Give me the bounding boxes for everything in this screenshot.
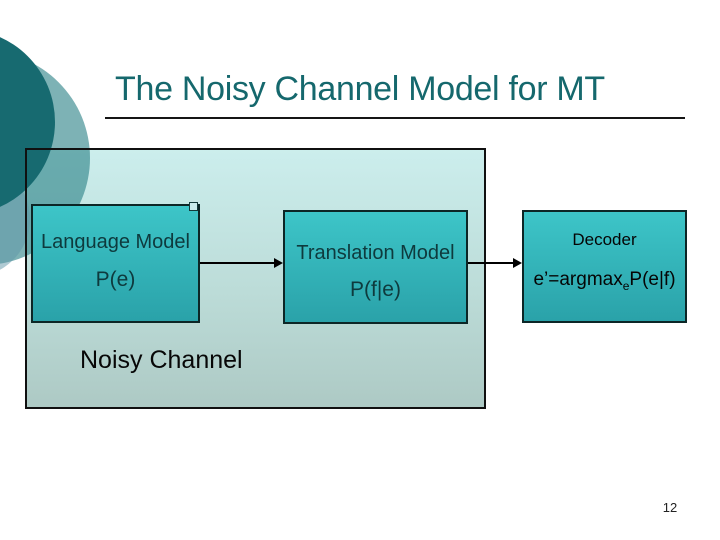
arrow-tm-to-decoder-head-icon bbox=[513, 258, 522, 268]
decoder-formula-subscript: e bbox=[622, 278, 630, 293]
arrow-lm-to-tm bbox=[200, 262, 274, 264]
noisy-channel-label: Noisy Channel bbox=[80, 346, 243, 374]
corner-square-decoration bbox=[189, 202, 198, 211]
translation-model-label: Translation Model bbox=[296, 242, 455, 264]
noisy-channel-panel-border bbox=[25, 148, 486, 409]
page-number: 12 bbox=[662, 500, 678, 515]
title-underline bbox=[105, 117, 685, 119]
decoder-formula-suffix: P(e|f) bbox=[629, 269, 676, 290]
translation-model-formula: P(f|e) bbox=[350, 278, 401, 301]
decoder-label: Decoder bbox=[572, 230, 637, 249]
language-model-formula: P(e) bbox=[95, 268, 136, 291]
decoder-formula: e’=argmaxeP(e|f) bbox=[524, 269, 685, 293]
language-model-box: Language Model P(e) bbox=[31, 204, 200, 323]
slide-title: The Noisy Channel Model for MT bbox=[115, 70, 605, 108]
language-model-label: Language Model bbox=[40, 231, 190, 253]
arrow-tm-to-decoder bbox=[468, 262, 513, 264]
decoder-box: Decoder e’=argmaxeP(e|f) bbox=[522, 210, 687, 323]
arrow-lm-to-tm-head-icon bbox=[274, 258, 283, 268]
decoder-formula-prefix: e’=argmax bbox=[533, 269, 623, 290]
translation-model-box: Translation Model P(f|e) bbox=[283, 210, 468, 324]
